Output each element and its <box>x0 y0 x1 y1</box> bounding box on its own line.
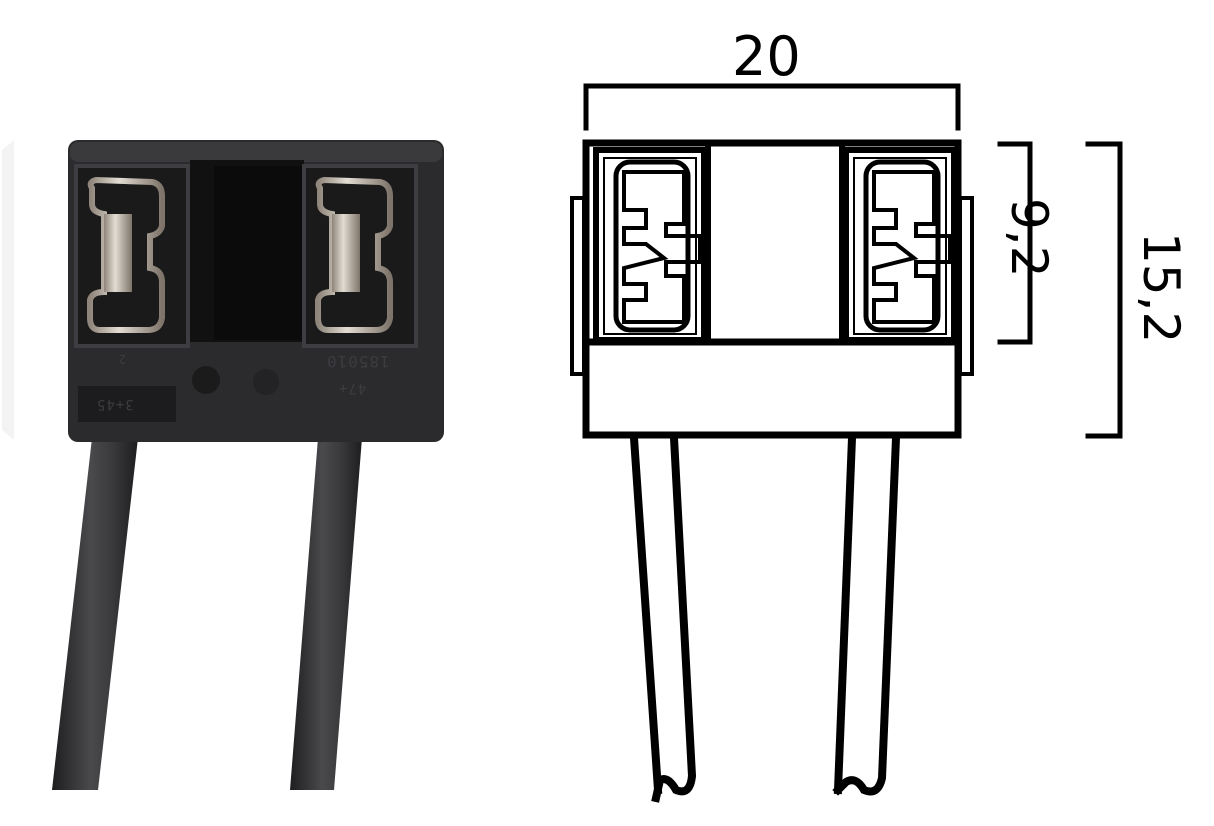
right-wire-drawing <box>832 433 901 796</box>
connector-photo-illustration <box>2 140 444 790</box>
width-dimension-line <box>583 83 961 131</box>
right-wire <box>290 438 362 790</box>
contact-height-dimension-line <box>997 141 1033 345</box>
emboss-mark-bottom-right: 47+ <box>338 380 367 396</box>
left-wire-drawing <box>629 433 697 803</box>
emboss-label-left <box>78 386 176 422</box>
left-wire <box>52 438 138 790</box>
connector-technical-drawing: 20 9,2 15,2 <box>560 0 1214 826</box>
contact-height-dimension-label: 9,2 <box>1000 198 1058 278</box>
drawing-lines <box>570 83 1123 803</box>
emboss-circle-e <box>192 366 220 394</box>
emboss-mark-left: 2 <box>118 352 127 366</box>
total-height-dimension-line <box>1085 141 1123 439</box>
side-edge <box>2 140 14 440</box>
connector-photo: 185010 2 3+45 47+ <box>0 0 560 826</box>
part-number-emboss: 185010 <box>326 352 390 371</box>
emboss-mark-bottom-left: 3+45 <box>96 396 134 412</box>
right-contact-symbol <box>863 159 952 333</box>
housing-outline <box>582 139 962 439</box>
right-metal-contact <box>315 176 393 333</box>
emboss-circle-mark <box>253 369 279 395</box>
total-height-dimension-label: 15,2 <box>1132 232 1190 344</box>
left-metal-contact <box>87 176 165 333</box>
width-dimension-label: 20 <box>732 25 801 88</box>
left-contact-symbol <box>613 159 702 333</box>
